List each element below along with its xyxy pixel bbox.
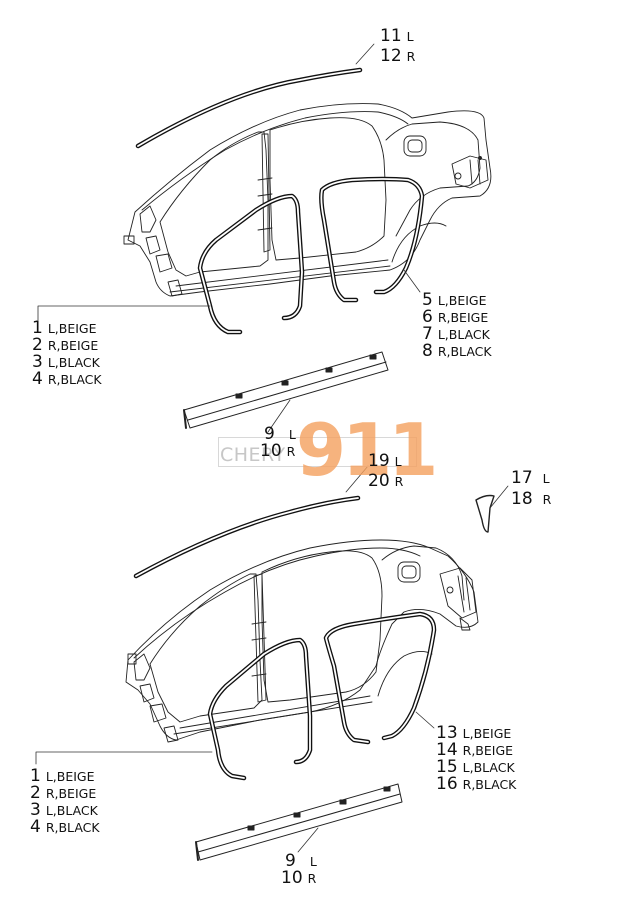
- callout-number: 5: [422, 290, 433, 310]
- callout-number: 16: [436, 774, 458, 794]
- lower-small-trim-piece: [475, 494, 495, 533]
- callout-number: 14: [436, 740, 458, 760]
- lower-front-seal-callout: 1 L,BEIGE 2 R,BEIGE 3 L,BLACK 4 R,BLACK: [30, 768, 100, 836]
- watermark-brand: CHERY: [220, 444, 286, 466]
- callout-number: 18: [511, 489, 533, 509]
- callout-number: 4: [30, 817, 41, 837]
- upper-leader-lines: [37, 43, 421, 433]
- watermark-number: 911: [296, 408, 438, 492]
- callout-number: 13: [436, 723, 458, 743]
- callout-number: 1: [30, 766, 41, 786]
- lower-leader-lines: [35, 465, 509, 853]
- callout-desc: R,BLACK: [45, 820, 100, 835]
- callout-side: L: [394, 454, 402, 469]
- callout-side: L: [542, 471, 550, 486]
- callout-desc: L,BEIGE: [47, 321, 97, 336]
- callout-desc: R,BEIGE: [437, 310, 489, 325]
- callout-desc: R,BLACK: [47, 372, 102, 387]
- callout-number: 10: [281, 868, 303, 888]
- watermark: CHERY 911: [218, 414, 438, 486]
- upper-front-door-seal: [197, 193, 305, 335]
- callout-number: 15: [436, 757, 458, 777]
- lower-small-trim-callout: 17 L 18 R: [511, 470, 551, 508]
- callout-desc: R,BLACK: [462, 777, 517, 792]
- callout-number: 10: [260, 441, 282, 461]
- callout-number: 2: [32, 335, 43, 355]
- callout-desc: L,BLACK: [437, 327, 490, 342]
- upper-sill-moulding: [183, 351, 389, 429]
- callout-number: 6: [422, 307, 433, 327]
- upper-rear-door-seal: [319, 176, 425, 303]
- callout-number: 19: [368, 451, 390, 471]
- callout-side: L: [288, 427, 296, 442]
- callout-desc: R,BEIGE: [47, 338, 99, 353]
- callout-desc: L,BEIGE: [45, 769, 95, 784]
- callout-side: R: [406, 49, 416, 64]
- callout-number: 8: [422, 341, 433, 361]
- callout-number: 3: [32, 352, 43, 372]
- callout-desc: L,BLACK: [45, 803, 98, 818]
- callout-number: 9: [285, 851, 296, 871]
- callout-side: L: [309, 854, 317, 869]
- callout-side: R: [542, 492, 552, 507]
- callout-desc: L,BLACK: [47, 355, 100, 370]
- lower-sill-moulding: [195, 783, 403, 861]
- callout-number: 9: [264, 424, 275, 444]
- callout-side: L: [406, 29, 414, 44]
- callout-desc: R,BEIGE: [45, 786, 97, 801]
- callout-number: 11: [380, 26, 402, 46]
- lower-rear-door-seal: [323, 611, 437, 745]
- callout-desc: L,BEIGE: [462, 726, 512, 741]
- callout-side: R: [307, 871, 317, 886]
- callout-number: 3: [30, 800, 41, 820]
- callout-number: 12: [380, 46, 402, 66]
- callout-side: R: [286, 444, 296, 459]
- upper-body-side-frame: [123, 103, 492, 297]
- lower-front-door-seal: [207, 637, 313, 781]
- callout-desc: R,BLACK: [437, 344, 492, 359]
- callout-number: 7: [422, 324, 433, 344]
- callout-desc: L,BEIGE: [437, 293, 487, 308]
- watermark-frame: [218, 437, 417, 467]
- lower-roof-moulding-callout: 19 L 20 R: [368, 453, 403, 490]
- upper-rear-seal-callout: 5 L,BEIGE 6 R,BEIGE 7 L,BLACK 8 R,BLACK: [422, 292, 492, 360]
- callout-number: 17: [511, 468, 533, 488]
- upper-roof-moulding-callout: 11 L 12 R: [380, 28, 415, 65]
- callout-desc: L,BLACK: [462, 760, 515, 775]
- callout-desc: R,BEIGE: [462, 743, 514, 758]
- callout-number: 20: [368, 471, 390, 491]
- callout-side: R: [394, 474, 404, 489]
- upper-roof-moulding: [135, 67, 363, 149]
- callout-number: 1: [32, 318, 43, 338]
- upper-front-seal-callout: 1 L,BEIGE 2 R,BEIGE 3 L,BLACK 4 R,BLACK: [32, 320, 102, 388]
- callout-number: 2: [30, 783, 41, 803]
- lower-rear-seal-callout: 13 L,BEIGE 14 R,BEIGE 15 L,BLACK 16 R,BLACK: [436, 725, 516, 793]
- callout-number: 4: [32, 369, 43, 389]
- lower-roof-moulding: [133, 495, 361, 579]
